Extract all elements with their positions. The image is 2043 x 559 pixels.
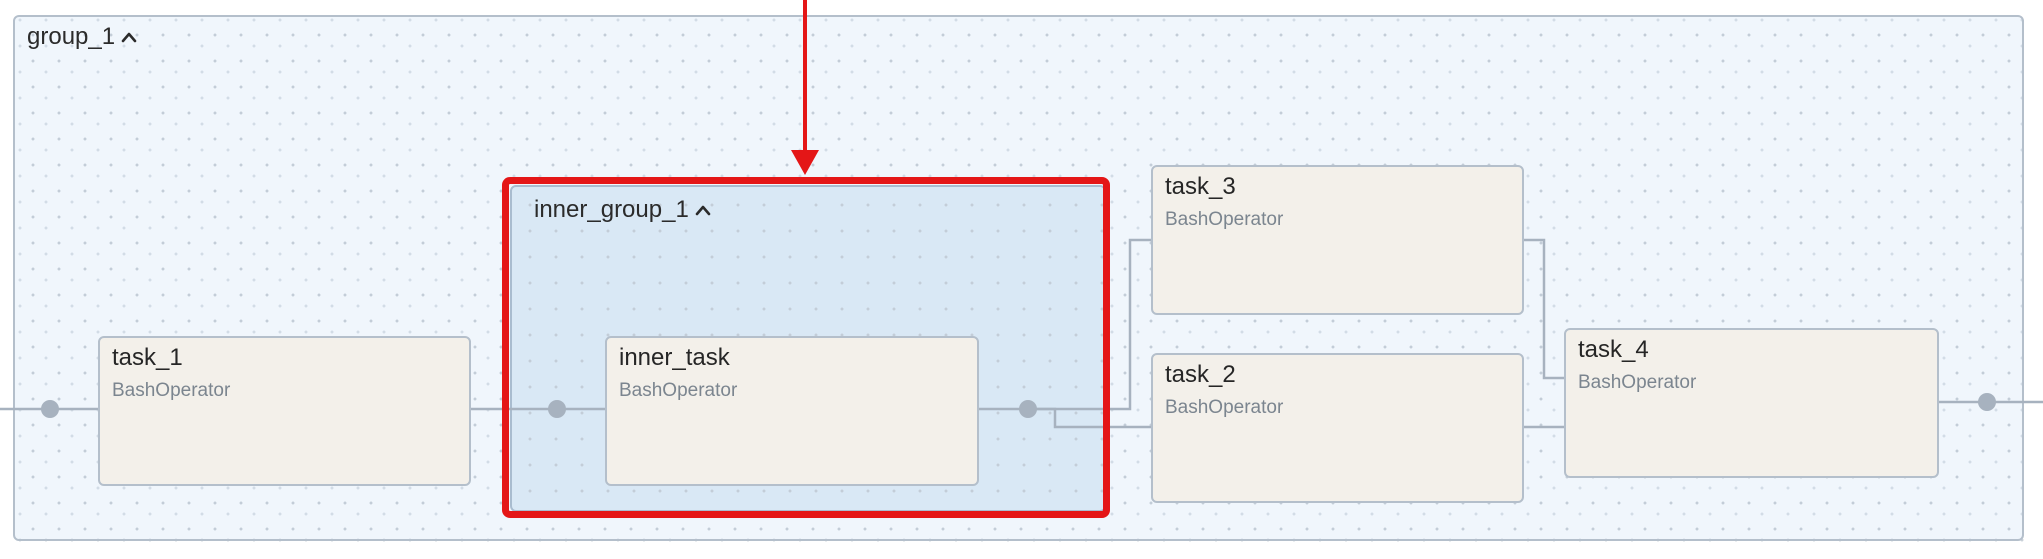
task-name: task_2 — [1165, 361, 1236, 388]
chevron-up-icon[interactable] — [121, 31, 137, 43]
chevron-up-icon[interactable] — [695, 204, 711, 216]
task-operator: BashOperator — [1165, 209, 1284, 230]
task-operator: BashOperator — [619, 380, 738, 401]
task-name: task_4 — [1578, 336, 1649, 363]
task-operator: BashOperator — [1578, 372, 1697, 393]
task-name: task_1 — [112, 344, 183, 371]
task-node-task-2[interactable]: task_2 BashOperator — [1151, 353, 1524, 503]
task-name: task_3 — [1165, 173, 1236, 200]
task-operator: BashOperator — [112, 380, 231, 401]
inner-group-1-label: inner_group_1 — [534, 196, 689, 223]
group-1-label: group_1 — [27, 23, 116, 50]
task-name: inner_task — [619, 344, 730, 371]
task-node-task-4[interactable]: task_4 BashOperator — [1564, 328, 1939, 478]
inner-group-1-header[interactable]: inner_group_1 — [534, 196, 711, 224]
task-node-inner-task[interactable]: inner_task BashOperator — [605, 336, 979, 486]
task-node-task-1[interactable]: task_1 BashOperator — [98, 336, 471, 486]
task-node-task-3[interactable]: task_3 BashOperator — [1151, 165, 1524, 315]
task-operator: BashOperator — [1165, 397, 1284, 418]
group-1-header[interactable]: group_1 — [27, 23, 137, 51]
